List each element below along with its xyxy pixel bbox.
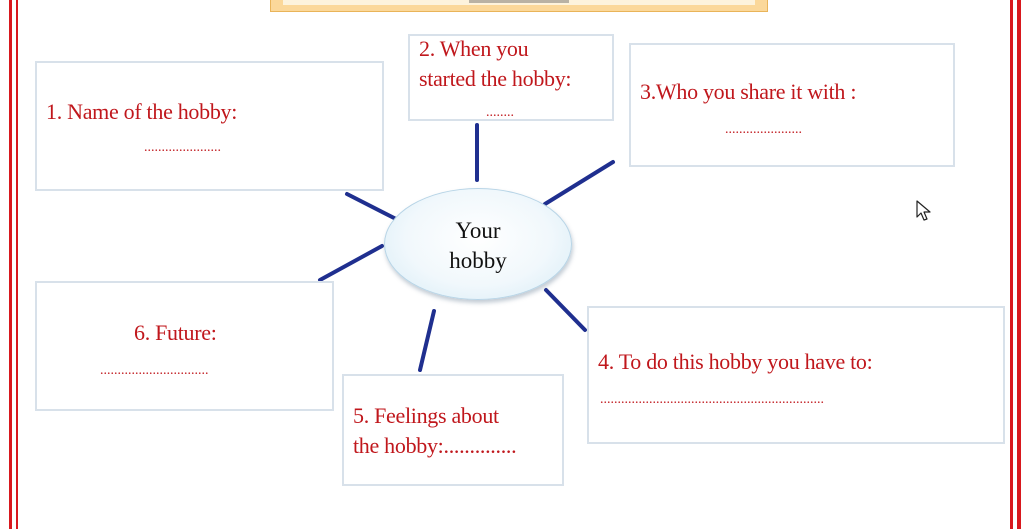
connector-feelings xyxy=(418,309,436,372)
slide-frame-right xyxy=(1008,0,1024,529)
when-started-line-2: started the hobby: xyxy=(419,66,572,91)
share-with-label: 3.Who you share it with : xyxy=(640,79,857,104)
to-do-blank: ........................................… xyxy=(600,392,824,407)
future-blank: ............................... xyxy=(100,363,209,378)
feelings-line-2: the hobby:.............. xyxy=(353,433,517,458)
hub-line-1: Your xyxy=(455,218,501,243)
connector-name xyxy=(345,192,402,223)
box-feelings: 5. Feelings about the hobby:............… xyxy=(342,374,564,486)
mouse-pointer-icon xyxy=(916,200,932,227)
when-started-line-1: 2. When you xyxy=(419,36,529,61)
name-of-hobby-blank: ...................... xyxy=(144,140,221,155)
hobby-center-node: Your hobby xyxy=(384,188,572,300)
box-when-started: 2. When you started the hobby: ........ xyxy=(408,34,614,121)
slide-frame-left xyxy=(0,0,22,529)
when-started-blank: ........ xyxy=(486,105,514,120)
connector-share xyxy=(543,160,615,206)
feelings-line-1: 5. Feelings about xyxy=(353,403,499,428)
connector-todo xyxy=(544,288,587,332)
box-future: 6. Future: .............................… xyxy=(35,281,334,411)
title-banner-edge xyxy=(270,0,768,12)
connector-future xyxy=(318,244,384,282)
hub-line-2: hobby xyxy=(449,248,507,273)
box-to-do: 4. To do this hobby you have to: .......… xyxy=(587,306,1005,444)
box-name-of-hobby: 1. Name of the hobby: ..................… xyxy=(35,61,384,191)
share-with-blank: ...................... xyxy=(725,122,802,137)
name-of-hobby-label: 1. Name of the hobby: xyxy=(46,99,238,124)
box-share-with: 3.Who you share it with : ..............… xyxy=(629,43,955,167)
future-label: 6. Future: xyxy=(134,320,217,345)
to-do-label: 4. To do this hobby you have to: xyxy=(598,349,873,374)
